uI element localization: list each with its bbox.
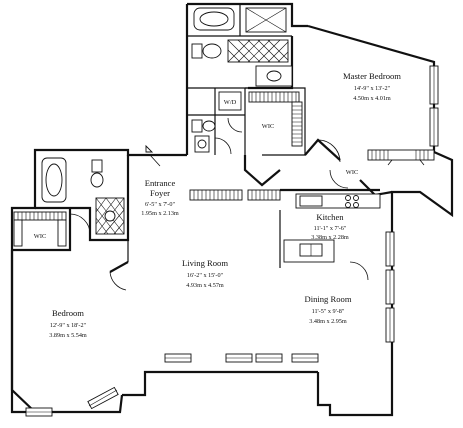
washer-dryer-box — [218, 91, 242, 111]
dining-room-dim-metric: 3.48m x 2.95m — [309, 318, 347, 325]
powder-toilet-tank — [191, 119, 203, 133]
master-bath-fixtures — [191, 7, 293, 87]
washer-dryer-label: W/D — [224, 99, 237, 106]
master-lower-wall — [304, 138, 341, 161]
entry-arrow-icon — [145, 144, 154, 153]
master-wic — [245, 87, 306, 156]
master-wic-label: WIC — [262, 123, 274, 130]
bedroom-wic: WIC — [13, 211, 127, 291]
east-outer-wall — [316, 150, 454, 417]
vanity-hatch — [227, 39, 289, 63]
laundry-door — [227, 117, 243, 133]
bedroom-dim-metric: 3.89m x 5.54m — [49, 332, 87, 339]
master-bedroom-dim-metric: 4.50m x 4.01m — [353, 95, 391, 102]
foyer-closet-left — [189, 189, 243, 201]
laundry-powder: W/D — [191, 91, 243, 155]
burner-4 — [353, 202, 359, 208]
kitchen-dim-metric: 3.38m x 2.28m — [311, 234, 349, 241]
dining-room-dim-imperial: 11'-5" x 9'-8" — [312, 308, 345, 315]
wic-shelf-right-hatch — [292, 105, 302, 143]
master-wic-shelves: WIC — [248, 91, 303, 147]
entry-door — [149, 154, 161, 167]
bedroom-bath-door — [69, 213, 91, 235]
powder-toilet-bowl — [202, 120, 216, 132]
room-labels: Master Bedroom 14'-9" x 13'-2" 4.50m x 4… — [49, 71, 401, 339]
master-bedroom-name: Master Bedroom — [343, 71, 401, 81]
bedroom-window-2-line — [88, 389, 118, 407]
foyer-closet-right-hatch — [251, 190, 277, 200]
bedroom-windows — [25, 386, 119, 417]
exterior-walls — [10, 2, 454, 417]
master-wic-door — [329, 169, 349, 189]
south-wall — [122, 370, 318, 397]
master-closet-wic-label: WIC — [346, 169, 358, 176]
bedroom-bath-fixtures — [41, 157, 125, 235]
shower-hatch-2 — [245, 7, 287, 33]
kitchen-door — [349, 261, 369, 281]
bedroom-dim-imperial: 12'-9" x 18'-2" — [50, 322, 87, 329]
bedroom-door-jamb — [109, 261, 129, 273]
bedroom-toilet-tank — [91, 159, 103, 173]
toilet-tank — [191, 43, 203, 59]
bedroom-wic-shelf-right — [57, 219, 67, 247]
foyer-closet-left-hatch — [193, 190, 239, 200]
wic-shelf-top-hatch — [251, 92, 297, 102]
kitchen-fixtures — [283, 193, 381, 281]
foyer-dim-metric: 1.95m x 2.13m — [141, 210, 179, 217]
bedroom-closet-wall — [12, 208, 72, 252]
bedroom-tub-basin — [45, 163, 63, 197]
bedroom-name: Bedroom — [52, 308, 84, 318]
bedroom-toilet-bowl — [90, 172, 104, 188]
dining-windows — [385, 231, 395, 343]
foyer-dim-imperial: 6'-5" x 7'-0" — [145, 201, 175, 208]
bedroom-sink — [104, 210, 116, 222]
burner-2 — [353, 195, 359, 201]
master-corner — [359, 179, 393, 197]
bedroom-door — [109, 271, 127, 291]
living-room-name: Living Room — [182, 258, 228, 268]
bedroom-wic-hatch-top — [17, 212, 63, 220]
powder-door — [214, 137, 232, 155]
master-entry-door — [317, 139, 341, 163]
foyer-closets — [145, 144, 281, 201]
fridge — [299, 195, 323, 207]
wic-shelf-top — [248, 91, 300, 103]
bedroom-angled — [10, 250, 36, 413]
kitchen-name: Kitchen — [316, 212, 344, 222]
bedroom-wic-shelf-left — [13, 219, 23, 247]
living-room-dim-imperial: 16'-2" x 15'-0" — [187, 272, 224, 279]
master-closet-shelf — [367, 149, 435, 161]
bedroom-wic-shelf-top — [13, 211, 67, 221]
burner-1 — [345, 195, 351, 201]
master-windows: WIC — [317, 65, 439, 189]
kitchen-dim-imperial: 11'-1" x 7'-6" — [314, 225, 347, 232]
dining-room-name: Dining Room — [304, 294, 351, 304]
wic-shelf-right — [291, 101, 303, 147]
sink-basin — [266, 70, 282, 82]
tub-basin — [199, 11, 229, 27]
foyer-name-1: Entrance — [145, 178, 176, 188]
master-closet-hatch — [371, 150, 429, 160]
foyer-angled — [243, 155, 281, 187]
living-room-dim-metric: 4.93m x 4.57m — [186, 282, 224, 289]
toilet-bowl — [202, 43, 222, 59]
living-windows — [164, 353, 319, 363]
bedroom-wic-label: WIC — [34, 233, 46, 240]
foyer-name-2: Foyer — [150, 188, 170, 198]
powder-sink-basin — [197, 139, 207, 149]
burner-3 — [345, 202, 351, 208]
master-bedroom-dim-imperial: 14'-9" x 13'-2" — [354, 85, 391, 92]
